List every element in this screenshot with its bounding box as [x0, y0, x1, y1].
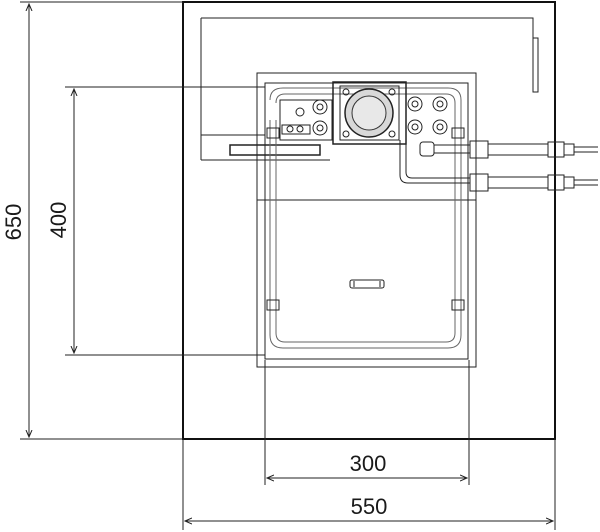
pump-motor [332, 81, 407, 145]
cabinet-outline [182, 1, 556, 440]
dim-inner-height: 400 [46, 202, 71, 239]
outlet-pipes [399, 140, 598, 192]
inner-unit [256, 72, 477, 368]
dimension-lines [29, 4, 553, 521]
fitting-nuts [407, 96, 448, 135]
manifold-block [279, 99, 333, 141]
dim-total-width: 550 [351, 494, 388, 519]
extension-lines [20, 1, 556, 530]
dim-total-height: 650 [1, 204, 26, 241]
dim-inner-width: 300 [350, 451, 387, 476]
